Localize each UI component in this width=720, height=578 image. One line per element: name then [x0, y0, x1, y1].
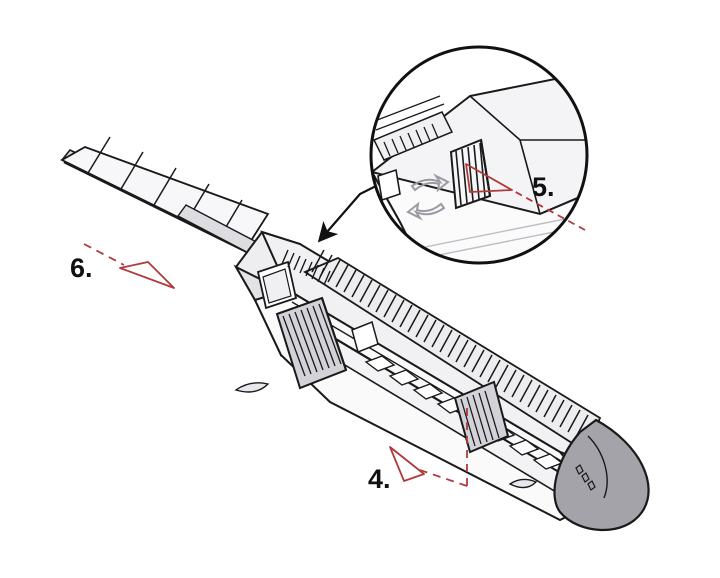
rear-slider-button[interactable]	[453, 380, 510, 454]
callout-4-label: 4.	[368, 464, 391, 494]
head-top-hatching	[281, 249, 331, 286]
end-cap-seam	[587, 435, 608, 499]
callout-4-arrow	[389, 446, 425, 482]
utility-knife-body	[60, 136, 650, 532]
rounded-end-cap	[553, 418, 650, 532]
snap-off-blade	[60, 136, 270, 261]
callout-5-label: 5.	[532, 172, 555, 202]
callout-6-label: 6.	[70, 253, 93, 283]
callout-6-arrow	[119, 261, 175, 289]
grip-spine-ribs	[311, 249, 589, 438]
rear-slider-ribs	[460, 390, 500, 447]
end-cap-brand-mark	[575, 464, 596, 491]
front-slider-ribs	[282, 303, 342, 377]
blade-cutting-edge	[63, 160, 248, 254]
rotate-blade-symbol	[406, 173, 450, 221]
callout-5: 5.	[465, 163, 586, 231]
head-window-inner	[262, 268, 292, 304]
callout-6: 6.	[70, 243, 175, 289]
callout-4: 4.	[368, 405, 468, 494]
detail-side-port	[377, 168, 401, 202]
detail-circle-outline	[369, 45, 589, 265]
callout-6-dashed-line	[83, 243, 125, 266]
callout-5-arrow	[465, 163, 513, 193]
thumb-detent	[508, 478, 538, 489]
detail-vent-band-2	[371, 95, 445, 131]
front-slider-button[interactable]	[275, 296, 348, 390]
callout-4-dashed-diagonal	[413, 467, 468, 487]
front-thumb-detent	[234, 382, 270, 393]
detail-vent-band	[372, 111, 454, 161]
callout-5-dashed-line	[511, 189, 586, 231]
blade-carrier-window	[351, 320, 379, 354]
